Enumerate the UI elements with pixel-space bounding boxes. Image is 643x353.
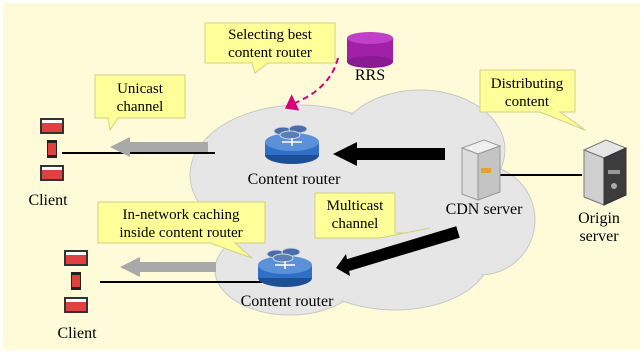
selecting-line1: Selecting best <box>228 27 313 43</box>
rrs-label: RRS <box>355 67 385 84</box>
callout-selecting: Selecting best content router <box>204 22 336 74</box>
client-top-label: Client <box>28 192 68 209</box>
origin-server-line1: Origin <box>578 210 620 227</box>
unicast-arrow-top <box>110 137 208 157</box>
callout-distributing: Distributing content <box>479 69 586 131</box>
rrs-database-icon <box>347 32 393 68</box>
distributing-line2: content <box>505 94 550 110</box>
callout-unicast: Unicast channel <box>94 74 186 132</box>
callout-multicast: Multicast channel <box>314 192 431 239</box>
client-bottom-label: Client <box>57 325 97 342</box>
unicast-arrow-bottom <box>120 257 216 277</box>
rrs-selection-arrow <box>289 57 339 106</box>
origin-server-line2: server <box>579 228 619 245</box>
client-devices-bottom-icon <box>64 250 88 313</box>
caching-line2: inside content router <box>119 225 242 241</box>
content-router-top-icon <box>265 124 319 164</box>
multicast-line2: channel <box>332 216 379 232</box>
cdn-to-router-arrow <box>333 142 445 166</box>
unicast-line2: channel <box>117 99 164 115</box>
cdn-server-icon <box>460 139 502 201</box>
callout-caching: In-network caching inside content router <box>97 201 266 259</box>
content-router-bottom-icon <box>258 247 312 287</box>
unicast-line1: Unicast <box>117 81 164 97</box>
client-devices-top-icon <box>40 118 64 181</box>
origin-server-icon <box>582 139 628 206</box>
content-router-bottom-label: Content router <box>241 293 335 310</box>
selecting-line2: content router <box>228 45 312 61</box>
caching-line1: In-network caching <box>122 207 240 223</box>
multicast-line1: Multicast <box>327 198 384 214</box>
content-router-top-label: Content router <box>248 171 342 188</box>
multicast-arrow <box>336 226 460 276</box>
distributing-line1: Distributing <box>491 76 564 92</box>
cdn-server-label: CDN server <box>446 201 524 218</box>
